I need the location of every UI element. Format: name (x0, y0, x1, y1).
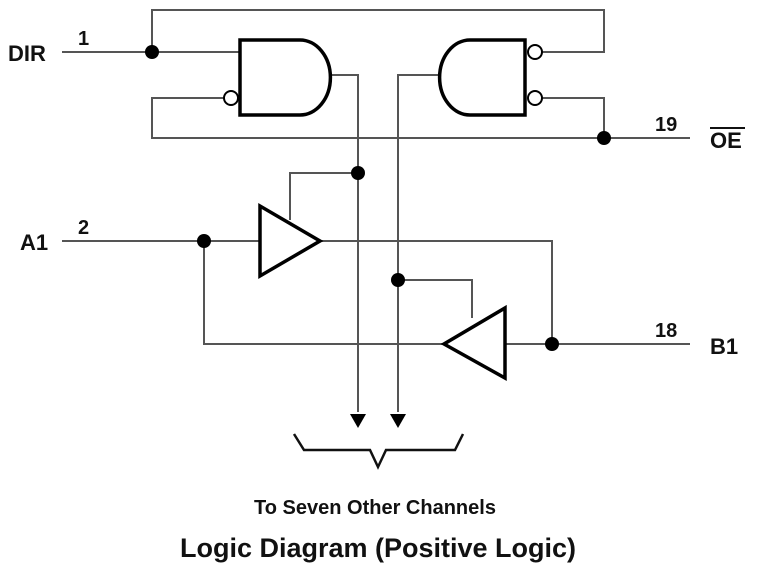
oe-wire (151, 97, 690, 139)
inversion-bubble (223, 90, 239, 106)
wires (62, 9, 690, 412)
oe-label: OE (710, 128, 742, 153)
dir-label: DIR (8, 41, 46, 66)
dir-pin-number: 1 (78, 28, 89, 50)
buffer1-enable-wire (289, 172, 358, 220)
junction-dot (197, 234, 211, 248)
inversion-bubble (527, 44, 543, 60)
nand-output-wire (397, 74, 440, 412)
junctions (145, 45, 611, 351)
a1-label: A1 (20, 230, 48, 255)
b1-pin-number: 18 (655, 320, 677, 342)
arrow-down-icon (350, 414, 366, 428)
junction-dot (145, 45, 159, 59)
buffer2-output-wire (203, 241, 443, 345)
junction-dot (545, 337, 559, 351)
caption: To Seven Other Channels (254, 497, 496, 519)
buffer-a-to-b (258, 202, 324, 280)
oe-branch-wire (542, 97, 605, 138)
buffer-b-to-a (440, 304, 507, 381)
a1-pin-number: 2 (78, 217, 89, 239)
diagram-title: Logic Diagram (Positive Logic) (180, 533, 576, 563)
nor-gate (437, 38, 527, 117)
junction-dot (391, 273, 405, 287)
buffer1-output-wire (320, 240, 553, 344)
and-output-wire (328, 74, 359, 412)
junction-dot (597, 131, 611, 145)
inversion-bubble (527, 90, 543, 106)
channel-brace (292, 433, 465, 470)
arrow-down-icon (390, 414, 406, 428)
and-gate (238, 38, 333, 117)
oe-pin-number: 19 (655, 114, 677, 136)
dir-feedback-wire (151, 9, 605, 53)
buffer2-enable-wire (398, 279, 473, 318)
junction-dot (351, 166, 365, 180)
b1-label: B1 (710, 334, 738, 359)
